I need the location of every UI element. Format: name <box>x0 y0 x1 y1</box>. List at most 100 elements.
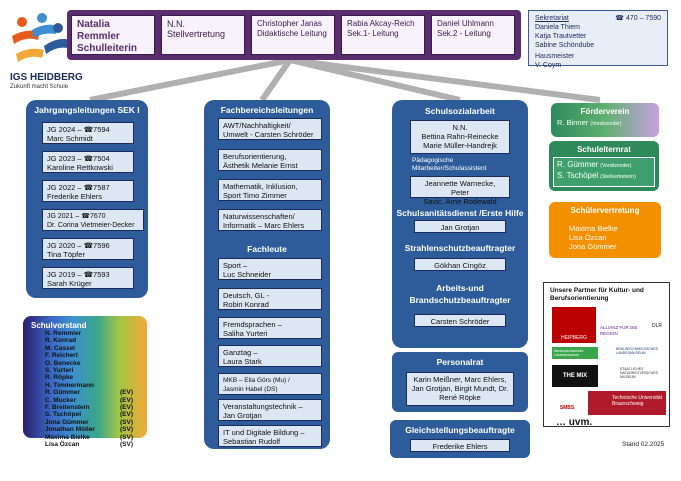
sani-title: Schulsanitätsdienst /Erste Hilfe <box>396 208 524 218</box>
fachbereich-item: Mathematik, Inklusion, Sport Timo Zimmer <box>218 179 322 201</box>
jahrgang-phone: JG 2024 – ☎7594 <box>47 125 110 134</box>
schulvorstand-member-name: F. Breitenstein <box>45 404 90 412</box>
schulvorstand-member-tag: (EV) <box>120 411 133 419</box>
gleichstellung-box: Gleichstellungsbeauftragte Frederike Ehl… <box>390 420 530 458</box>
paed-label: Pädagogische Mitarbeiter/Schulassistent <box>412 157 487 172</box>
fachbereich-item: AWT/Nachhaltigkeit/ Umwelt - Carsten Sch… <box>218 118 322 140</box>
foerderverein-name: R. Binner <box>557 118 589 127</box>
brand-box: Carsten Schröder <box>414 314 506 327</box>
jahrgang-phone: JG 2023 – ☎7504 <box>47 154 110 163</box>
schulvorstand-member: M. Cassel <box>45 345 133 352</box>
hausmeister-name: V. Coym <box>535 62 562 69</box>
schulelternrat-role: (Stellvertreterin) <box>600 174 636 180</box>
jahrgang-item: JG 2023 – ☎7504 Karoline Rettkowski <box>42 151 134 173</box>
schulelternrat-box: Schulelternrat R. Gümmer (Vorsitzender) … <box>549 141 659 191</box>
foerderverein-role: (Vorsitzender) <box>590 121 622 127</box>
gleichstellung-title: Gleichstellungsbeauftragte <box>405 425 515 435</box>
fachleute-subject: Ganztag – <box>223 348 258 357</box>
schulvorstand-member: S. Tschöpel (EV) <box>45 411 133 418</box>
fachleute-item: Ganztag – Laura Stark <box>218 345 322 367</box>
principal-name: Natalia Remmler <box>77 19 120 42</box>
fachbereich-subject: Mathematik, Inklusion, <box>223 182 298 191</box>
schulvorstand-member-name: F. Reichert <box>45 352 78 360</box>
paed-name: Jeannette Warnecke, Peter <box>424 179 496 197</box>
fachleute-lead: Laura Stark <box>223 357 262 366</box>
schulvorstand-member: F. Reichert <box>45 352 133 359</box>
fachbereich-lead: Umwelt - Carsten Schröder <box>223 130 314 139</box>
hausmeister-label: Hausmeister <box>535 53 575 60</box>
partner-logo-text: Niedersächsisches Landesmuseum <box>554 349 584 357</box>
schulvorstand-member: R. Gümmer(EV) <box>45 389 133 396</box>
principal-role: Schulleiterin <box>77 43 138 54</box>
fachbereich-subject: AWT/Nachhaltigkeit/ <box>223 121 291 130</box>
partner-logo-heipberg: HEIPBERG <box>552 307 596 343</box>
jahrgang-lead: Sarah Krüger <box>47 279 92 288</box>
schulvorstand-member-name: Lisa Özcan <box>45 441 80 449</box>
partner-logo-text: ALLIANZ FÜR DIE REGION <box>600 325 638 336</box>
schulvorstand-member-tag: (SV) <box>120 433 133 441</box>
fachbereich-title: Fachbereichsleitungen <box>220 105 314 115</box>
schulvorstand-member-tag: (EV) <box>120 396 133 404</box>
leadership-principal: Natalia Remmler Schulleiterin <box>71 15 155 55</box>
jahrgang-lead: Dr. Corina Vietmeier-Decker <box>47 222 135 229</box>
partner-logo-text: HEIPBERG <box>561 335 587 341</box>
partner-logo-text: BRAUNSCHWEIGISCHES LANDESMUSEUM <box>616 347 659 355</box>
fachleute-subject: Deutsch, GL - <box>223 291 269 300</box>
schuelervertretung-names: Maxima Bielke Lisa Özcan Jona Gümmer <box>569 224 618 251</box>
fachleute-lead: Jan Grotjan <box>223 411 262 420</box>
schulvorstand-member-name: R. Konrad <box>45 337 77 345</box>
jahrgang-lead: Marc Schmidt <box>47 134 93 143</box>
sekretariat-name: Daniela Thiem <box>535 24 581 31</box>
schulvorstand-member-name: Jonathan Möller <box>45 426 95 434</box>
schulvorstand-title: Schulvorstand <box>31 321 87 330</box>
jahrgang-lead: Tina Töpfer <box>47 250 85 259</box>
fachleute-subject: IT und Digitale Bildung – <box>223 428 305 437</box>
fachleute-item: IT und Digitale Bildung – Sebastian Rudo… <box>218 425 322 447</box>
partner-box: Unsere Partner für Kultur- und Berufsori… <box>543 282 670 428</box>
schulvorstand-member-tag: (SV) <box>120 426 133 434</box>
partner-logo-snhm: STAATLICHES NATURHISTORISCHES MUSEUM <box>604 367 666 387</box>
schulvorstand-member-name: H. Timmermann <box>45 381 95 389</box>
foerderverein-box: Förderverein R. Binner (Vorsitzender) <box>551 103 659 137</box>
schuelervertretung-title: Schülervertretung <box>570 206 640 215</box>
partner-logo-text: DLR <box>651 323 662 329</box>
schulvorstand-member: R. Röpke <box>45 374 133 381</box>
fachbereich-column: Fachbereichsleitungen AWT/Nachhaltigkeit… <box>204 100 330 449</box>
schulvorstand-member-name: S. Tschöpel <box>45 411 81 419</box>
fachbereich-lead: Sport Timo Zimmer <box>223 191 287 200</box>
personalrat-name: Karin Meißner, Marc Ehlers, <box>413 375 507 384</box>
leadership-deputy: N.N. Stellvertretung <box>161 15 245 55</box>
fachbereich-subject: Berufsorientierung, <box>223 152 287 161</box>
sani-box: Jan Grotjan <box>414 220 506 233</box>
partner-logo-smbs: SMBS <box>552 391 582 413</box>
leadership-bar: Natalia Remmler Schulleiterin N.N. Stell… <box>67 10 521 60</box>
jahrgang-item: JG 2024 – ☎7594 Marc Schmidt <box>42 122 134 144</box>
sozial-names-box: N.N. Bettina Rahn-Reinecke Marie Müller-… <box>410 120 510 154</box>
jahrgang-title: Jahrgangsleitungen SEK I <box>34 105 140 115</box>
leadership-sek2: Daniel Uhlmann Sek.2 - Leitung <box>431 15 515 55</box>
schulvorstand-member-name: S. Yurteri <box>45 367 74 375</box>
sozial-title: Schulsozialarbeit <box>425 106 495 116</box>
jahrgang-phone: JG 2020 – ☎7596 <box>47 241 110 250</box>
schulelternrat-title: Schulelternrat <box>577 145 631 154</box>
sekretariat-name: Katja Trautvetter <box>535 33 587 40</box>
sekretariat-label: Sekretariat <box>535 15 569 22</box>
jahrgang-item: JG 2021 – ☎7670 Dr. Corina Vietmeier-Dec… <box>42 209 144 231</box>
schulvorstand-member: C. Mucker(EV) <box>45 397 133 404</box>
schulvorstand-member-tag: (EV) <box>120 389 133 397</box>
jahrgang-column: Jahrgangsleitungen SEK I JG 2024 – ☎7594… <box>26 100 148 298</box>
fachbereich-subject: Naturwissenschaften/ <box>223 212 295 221</box>
sv-name: Lisa Özcan <box>569 233 607 242</box>
fachleute-lead: Jasmin Habel (DS) <box>223 386 278 393</box>
sekretariat-name: Sabine Schöndube <box>535 42 595 49</box>
leadership-didactic: Christopher Janas Didaktische Leitung <box>251 15 335 55</box>
deputy-name: N.N. <box>167 19 185 29</box>
jahrgang-item: JG 2022 – ☎7587 Frederike Ehlers <box>42 180 134 202</box>
partner-title: Unsere Partner für Kultur- und Berufsori… <box>550 287 644 302</box>
fachleute-subject: Fremdsprachen – <box>223 320 282 329</box>
sozial-name: Marie Müller-Handrejk <box>423 141 497 150</box>
strahlen-title: Strahlenschutzbeauftragter <box>404 243 516 253</box>
